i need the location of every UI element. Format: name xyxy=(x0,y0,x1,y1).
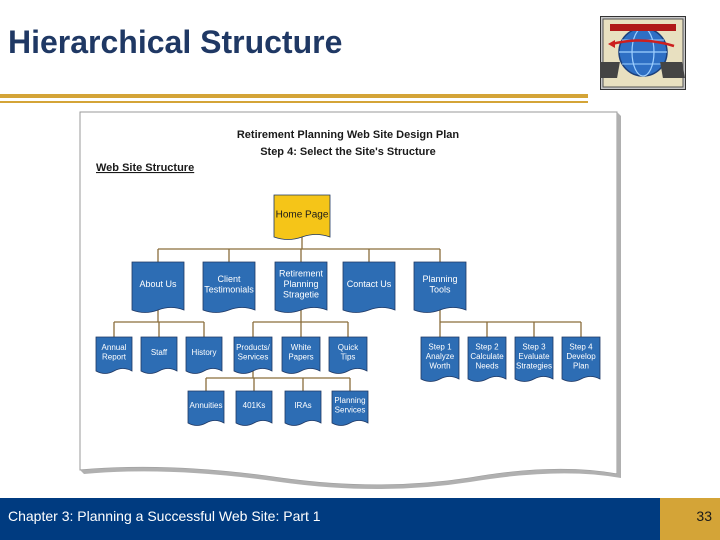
node-401ks: 401Ks xyxy=(235,390,273,426)
node-label: Stragetie xyxy=(283,290,319,300)
node-history: History xyxy=(185,336,223,374)
node-shape xyxy=(185,336,223,374)
web-site-structure-label: Web Site Structure xyxy=(96,162,194,174)
slide-title: Hierarchical Structure xyxy=(8,24,343,60)
title-rule-thick xyxy=(0,94,588,98)
node-home-page: Home Page xyxy=(273,194,331,240)
node-shape xyxy=(235,390,273,426)
node-label: Planning xyxy=(334,396,365,405)
node-label: Services xyxy=(335,406,366,415)
node-label: Strategies xyxy=(516,361,552,370)
node-iras: IRAs xyxy=(284,390,322,426)
node-shape xyxy=(328,336,368,374)
page-number: 33 xyxy=(696,508,712,524)
node-label: Evaluate xyxy=(518,352,550,361)
node-shape xyxy=(202,261,256,313)
node-label: Develop xyxy=(566,352,596,361)
node-annuities: Annuities xyxy=(187,390,225,426)
node-label: Services xyxy=(238,353,269,362)
node-shape xyxy=(140,336,178,374)
node-shape xyxy=(274,261,328,313)
node-label: 401Ks xyxy=(243,401,266,410)
node-label: Report xyxy=(102,353,127,362)
node-label: Tools xyxy=(429,284,451,294)
node-shape xyxy=(420,336,460,382)
title-rule-thin xyxy=(0,101,588,103)
node-label: Annual xyxy=(102,343,127,352)
node-label: Planning xyxy=(283,279,318,289)
node-label: Papers xyxy=(288,353,313,362)
node-label: Step 2 xyxy=(475,342,499,351)
diagram-title: Retirement Planning Web Site Design Plan xyxy=(237,129,460,141)
node-label: Step 1 xyxy=(428,342,452,351)
footer-bar: Chapter 3: Planning a Successful Web Sit… xyxy=(0,498,660,540)
node-label: Products/ xyxy=(236,343,271,352)
node-shape xyxy=(284,390,322,426)
node-shape xyxy=(95,336,133,374)
node-shape xyxy=(187,390,225,426)
node-shape xyxy=(233,336,273,374)
node-staff: Staff xyxy=(140,336,178,374)
node-label: Step 4 xyxy=(569,342,593,351)
node-label: Contact Us xyxy=(347,279,392,289)
node-label: Annuities xyxy=(190,401,223,410)
node-label: Quick xyxy=(338,343,359,352)
diagram-subtitle: Step 4: Select the Site's Structure xyxy=(260,146,436,158)
page-number-box: 33 xyxy=(660,498,720,540)
node-label: White xyxy=(291,343,312,352)
node-label: Worth xyxy=(429,361,450,370)
node-shape xyxy=(413,261,467,313)
node-label: Retirement xyxy=(279,269,324,279)
node-label: Plan xyxy=(573,361,589,370)
node-label: Tips xyxy=(341,353,356,362)
node-label: Planning xyxy=(422,274,457,284)
node-label: Client xyxy=(217,274,241,284)
node-contact-us: Contact Us xyxy=(342,261,396,313)
node-label: Needs xyxy=(475,361,498,370)
node-shape xyxy=(342,261,396,313)
node-shape xyxy=(561,336,601,382)
web-globe-computers-icon xyxy=(600,16,686,90)
node-shape xyxy=(467,336,507,382)
node-label: About Us xyxy=(139,279,177,289)
node-label: Analyze xyxy=(426,352,455,361)
footer: Chapter 3: Planning a Successful Web Sit… xyxy=(0,498,720,540)
node-about-us: About Us xyxy=(131,261,185,313)
node-label: Step 3 xyxy=(522,342,546,351)
node-label: IRAs xyxy=(294,401,311,410)
node-shape xyxy=(131,261,185,313)
node-label: Testimonials xyxy=(204,284,254,294)
node-label: Calculate xyxy=(470,352,504,361)
node-shape xyxy=(281,336,321,374)
footer-chapter-text: Chapter 3: Planning a Successful Web Sit… xyxy=(8,508,321,524)
node-label: Staff xyxy=(151,348,168,357)
node-shape xyxy=(514,336,554,382)
node-products-services: Products/Services xyxy=(233,336,273,374)
node-label: History xyxy=(192,348,217,357)
node-shape xyxy=(331,390,369,426)
node-label: Home Page xyxy=(276,210,329,221)
node-shape xyxy=(273,194,331,240)
